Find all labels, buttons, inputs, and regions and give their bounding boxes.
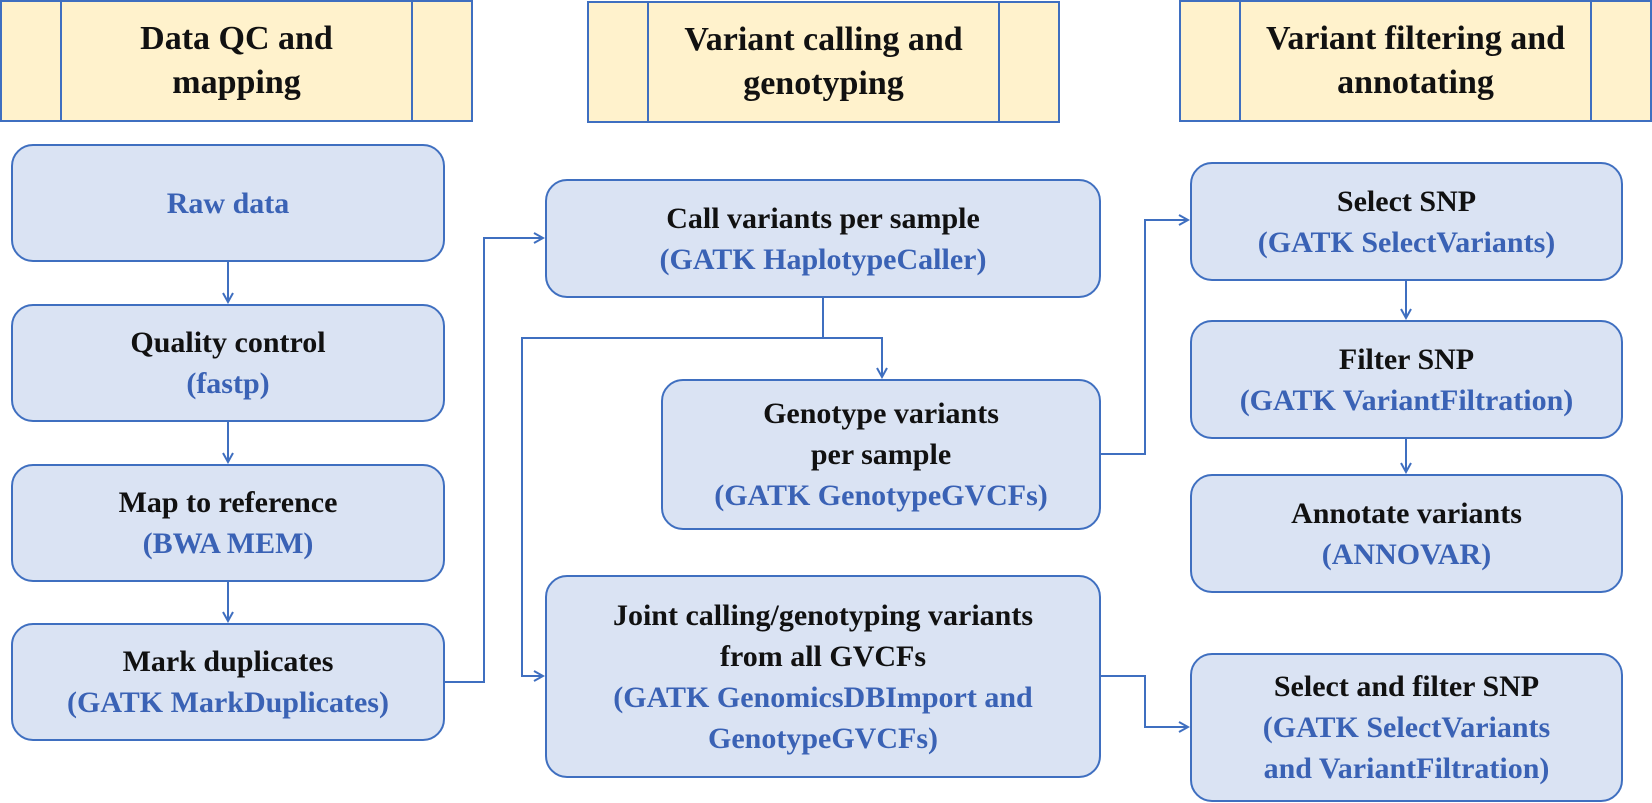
box-joint-calling: Joint calling/genotyping variants from a… [545,575,1101,778]
box-title-line2: from all GVCFs [719,639,927,673]
box-title-line2: per sample [810,438,952,471]
box-tool: (GATK VariantFiltration) [1239,383,1574,417]
box-tool: (GATK SelectVariants) [1257,225,1556,259]
box-genotype-variants: Genotype variants per sample (GATK Genot… [661,379,1101,530]
box-title: Filter SNP [1338,342,1475,376]
box-tool: (GATK MarkDuplicates) [67,686,389,719]
box-title: Mark duplicates [122,645,334,678]
arrow-joint-to-selfilter [1101,675,1188,727]
box-tool-line1: (GATK SelectVariants [1262,711,1551,744]
box-title-line1: Joint calling/genotyping variants [612,598,1034,632]
box-quality-control: Quality control (fastp) [11,304,445,422]
header-title: Data QC and mapping [140,20,333,101]
box-tool: (BWA MEM) [142,527,314,560]
box-call-variants: Call variants per sample (GATK Haplotype… [545,179,1101,298]
header-title: Variant filtering and annotating [1265,20,1566,101]
header-variant-calling: Variant calling and genotyping [587,1,1060,123]
header-data-qc-mapping: Data QC and mapping [0,0,473,122]
box-tool-line2: and VariantFiltration) [1263,752,1550,785]
box-title: Select SNP [1336,184,1477,218]
box-tool: (GATK GenotypeGVCFs) [714,479,1048,512]
arrow-markdup-to-call [445,238,543,683]
arrow-call-to-joint [521,337,823,676]
box-title: Call variants per sample [666,201,980,235]
arrow-genotype-to-select [1101,220,1188,455]
box-title-line1: Genotype variants [763,397,999,430]
box-title: Quality control [130,326,326,359]
box-title: Raw data [166,186,290,220]
arrow-call-to-genotype [822,298,882,377]
box-tool: (ANNOVAR) [1321,537,1492,571]
box-title: Map to reference [118,486,338,519]
box-title: Annotate variants [1291,496,1522,530]
header-variant-filtering: Variant filtering and annotating [1179,0,1652,122]
box-mark-duplicates: Mark duplicates (GATK MarkDuplicates) [11,623,445,741]
box-tool: (fastp) [186,367,270,400]
box-filter-snp: Filter SNP (GATK VariantFiltration) [1190,320,1623,439]
box-select-filter-snp: Select and filter SNP (GATK SelectVarian… [1190,653,1623,802]
box-select-snp: Select SNP (GATK SelectVariants) [1190,162,1623,281]
box-tool-line2: GenotypeGVCFs) [708,721,938,755]
box-title: Select and filter SNP [1273,670,1540,703]
box-raw-data: Raw data [11,144,445,262]
box-tool-line1: (GATK GenomicsDBImport and [613,680,1033,714]
header-title: Variant calling and genotyping [684,21,963,102]
box-annotate-variants: Annotate variants (ANNOVAR) [1190,474,1623,593]
box-tool: (GATK HaplotypeCaller) [659,242,987,276]
box-map-reference: Map to reference (BWA MEM) [11,464,445,582]
